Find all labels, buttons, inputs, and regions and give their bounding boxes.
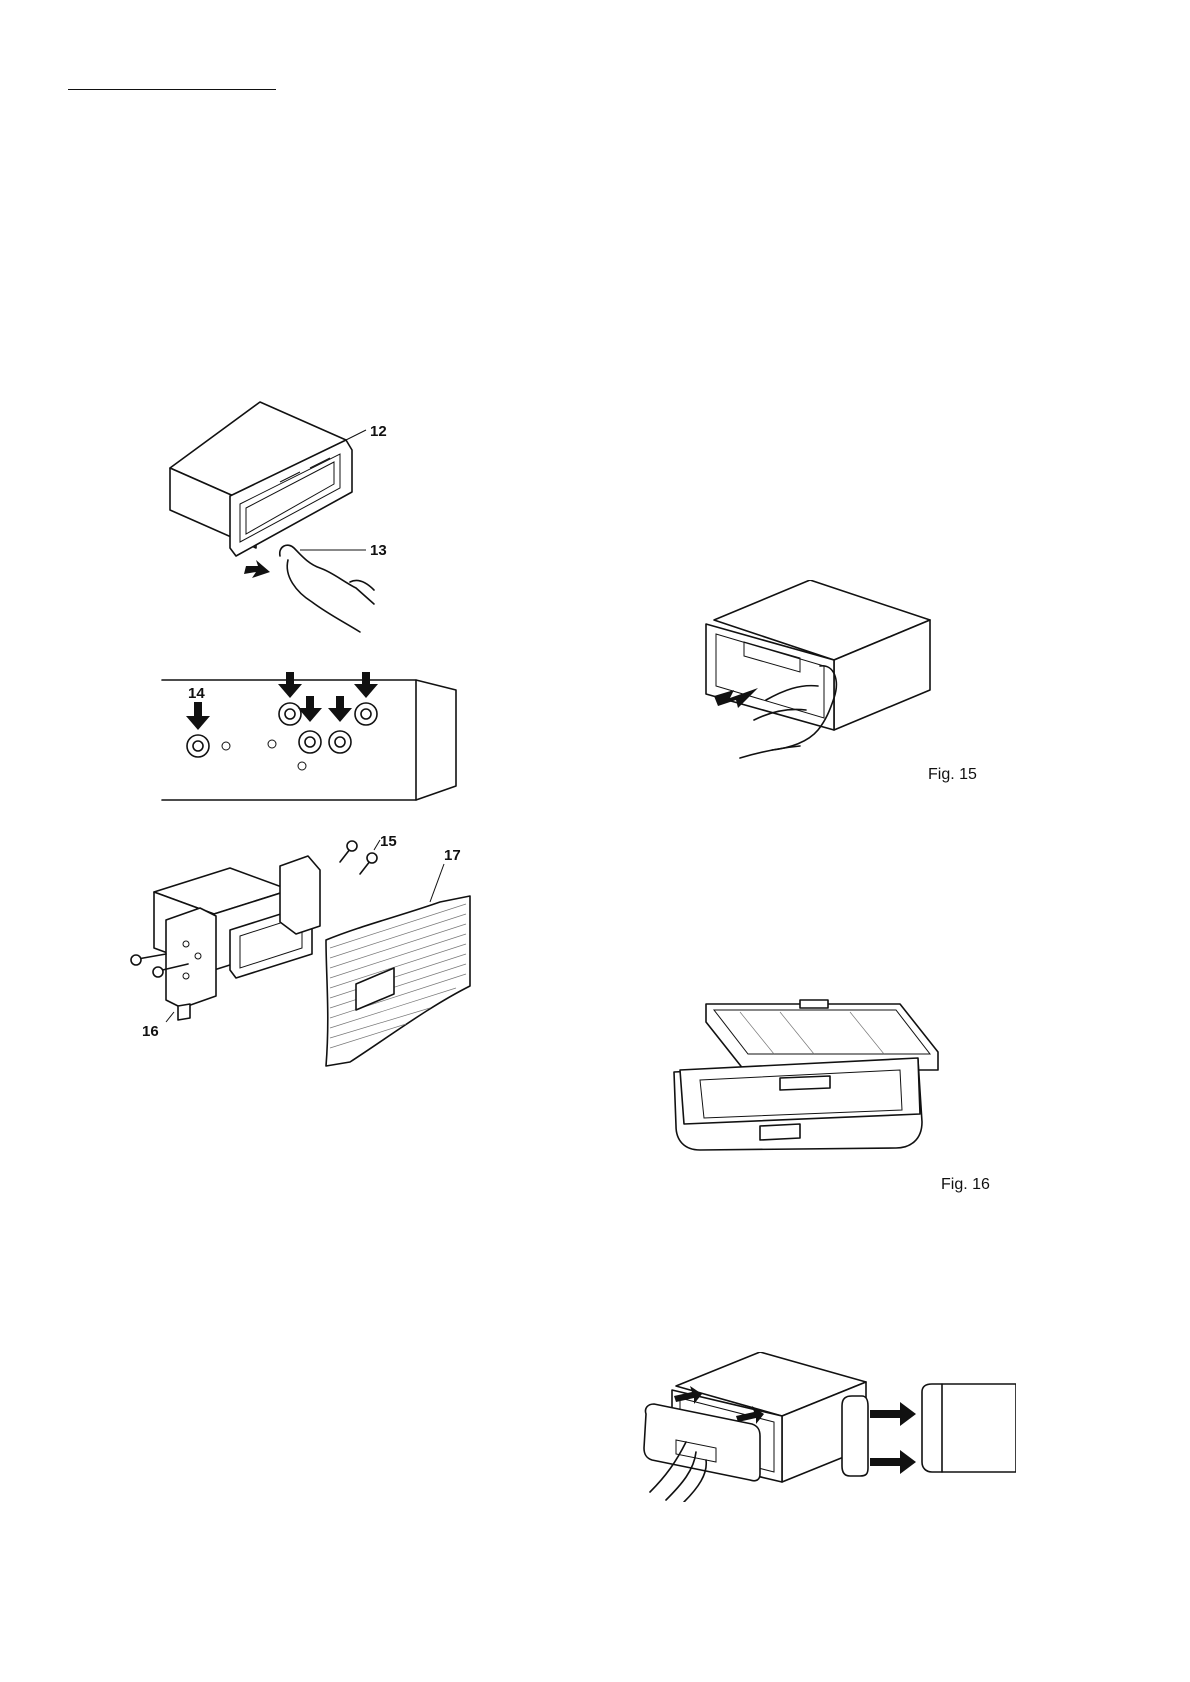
figure-panel-detach bbox=[700, 580, 940, 760]
callout-12: 12 bbox=[370, 423, 387, 440]
figure-mount-holes: 14 bbox=[160, 660, 460, 810]
callout-13: 13 bbox=[370, 542, 387, 559]
callout-14: 14 bbox=[188, 685, 205, 702]
callout-17: 17 bbox=[444, 847, 461, 864]
figure-bracket-mount: 15 17 16 bbox=[130, 836, 480, 1076]
figure-panel-attach bbox=[636, 1352, 1016, 1502]
callout-16: 16 bbox=[142, 1023, 159, 1040]
callout-15: 15 bbox=[380, 836, 397, 850]
figure-unit-removal: 12 13 bbox=[160, 396, 430, 636]
header-rule bbox=[68, 89, 276, 90]
fig16-caption: Fig. 16 bbox=[941, 1176, 990, 1194]
figure-case bbox=[670, 990, 950, 1170]
fig15-caption: Fig. 15 bbox=[928, 766, 977, 784]
